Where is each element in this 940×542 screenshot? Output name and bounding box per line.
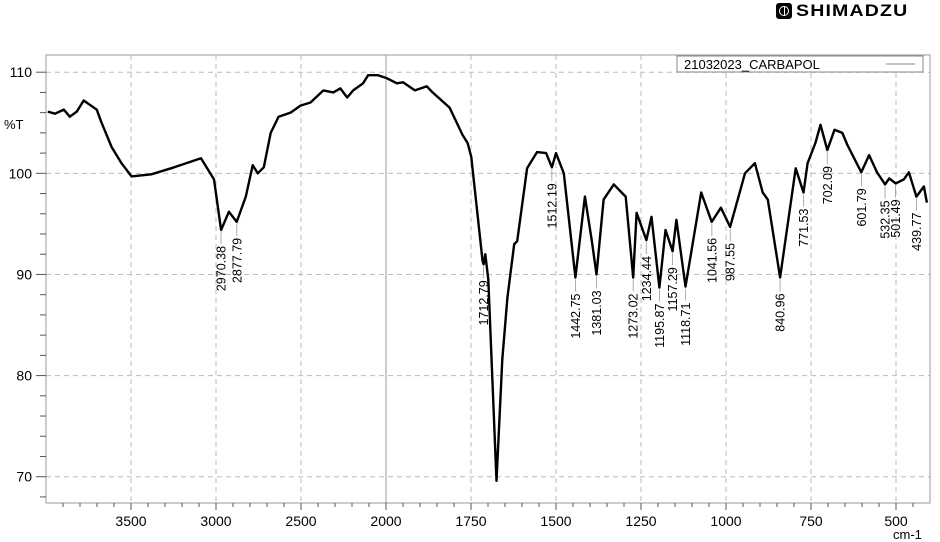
shimadzu-logo-icon	[776, 3, 792, 19]
x-tick-label: 2000	[370, 513, 401, 529]
peak-label: 439.77	[910, 213, 924, 251]
peak-label: 987.55	[724, 243, 738, 281]
shimadzu-logo: SHIMADZU	[776, 1, 907, 21]
x-tick-label: 3500	[115, 513, 146, 529]
peak-label: 1512.19	[545, 183, 559, 228]
x-tick-label: 1500	[540, 513, 571, 529]
x-tick-label: 1000	[710, 513, 741, 529]
y-axis-label: %T	[4, 117, 24, 132]
peak-label: 1273.02	[627, 293, 641, 338]
peak-label: 702.09	[821, 166, 835, 204]
legend: 21032023_CARBAPOL	[676, 55, 924, 73]
peak-label: 771.53	[797, 208, 811, 246]
x-tick-label: 3000	[200, 513, 231, 529]
axes: 3500 3000 2500 2000 1750 1500 1250 1000 750 500 70…	[9, 64, 914, 529]
peak-label: 2970.38	[215, 246, 229, 291]
brand-name: SHIMADZU	[796, 1, 909, 20]
legend-box	[676, 55, 924, 73]
peak-label: 1712.79	[477, 280, 491, 325]
x-tick-label: 1750	[455, 513, 486, 529]
spectrum-line	[47, 74, 929, 482]
peak-label: 1442.75	[569, 293, 583, 338]
peak-label: 1381.03	[590, 290, 604, 335]
peak-label: 1118.71	[679, 303, 693, 346]
peak-label: 1157.29	[666, 267, 680, 311]
peak-label: 840.96	[774, 293, 788, 331]
x-tick-label: 750	[799, 513, 823, 529]
peak-label: 532.35	[879, 200, 893, 238]
peak-label: 2877.79	[230, 238, 244, 283]
y-tick-label: 80	[16, 368, 32, 384]
y-tick-label: 90	[16, 266, 32, 282]
peak-label: 1041.56	[705, 238, 719, 283]
peak-label: 1234.44	[640, 256, 654, 301]
peak-label: 501.49	[889, 199, 903, 237]
y-tick-label: 70	[16, 469, 32, 485]
peak-label: 1195.87	[653, 304, 667, 348]
legend-label: 21032023_CARBAPOL	[684, 57, 820, 72]
y-tick-label: 110	[10, 64, 33, 80]
x-tick-label: 2500	[285, 513, 316, 529]
y-tick-label: 100	[9, 165, 33, 181]
peak-label: 601.79	[855, 188, 869, 226]
x-axis-label: cm-1	[893, 527, 922, 542]
x-tick-label: 500	[884, 513, 908, 529]
x-tick-label: 1250	[625, 513, 656, 529]
